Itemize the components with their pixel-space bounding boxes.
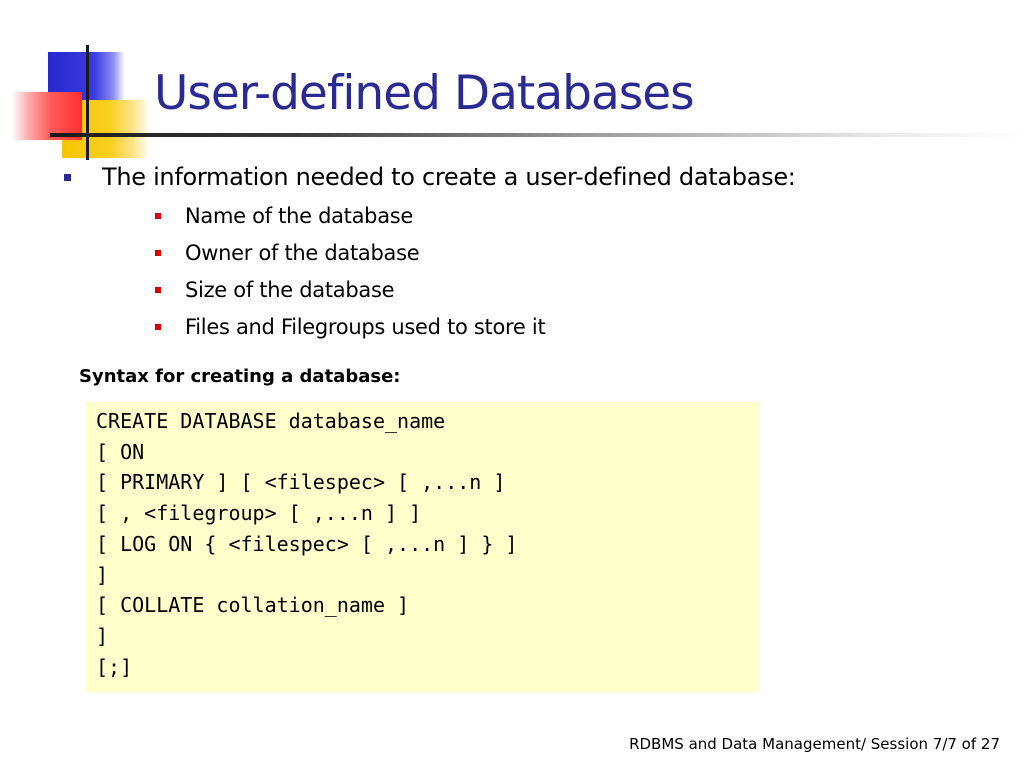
logo-decoration	[0, 0, 160, 170]
sub-bullet: Files and Filegroups used to store it	[102, 309, 796, 346]
syntax-label: Syntax for creating a database:	[79, 366, 401, 387]
logo-red-block	[12, 92, 82, 140]
sub-bullet-square-icon	[155, 213, 161, 219]
code-line: ]	[96, 562, 109, 587]
bullet-square-icon	[64, 174, 71, 181]
sub-bullet: Size of the database	[102, 272, 796, 309]
slide-footer: RDBMS and Data Management/ Session 7/7 o…	[629, 735, 1000, 753]
main-bullet: The information needed to create a user-…	[62, 160, 796, 346]
code-line: ]	[96, 623, 109, 648]
code-block: CREATE DATABASE database_name [ ON [ PRI…	[86, 402, 760, 692]
code-line: CREATE DATABASE database_name	[96, 409, 446, 433]
sub-bullet-list: Name of the database Owner of the databa…	[102, 198, 796, 346]
code-line: [ , <filegroup> [ ,...n ] ]	[96, 501, 422, 526]
sub-bullet-square-icon	[155, 324, 161, 330]
sub-bullet-text: Size of the database	[185, 278, 395, 302]
sub-bullet-square-icon	[155, 250, 161, 256]
bullet-list: The information needed to create a user-…	[62, 160, 796, 346]
sub-bullet-text: Owner of the database	[185, 241, 420, 265]
code-line: [ ON	[96, 439, 145, 464]
code-line: [;]	[96, 654, 133, 679]
sub-bullet: Owner of the database	[102, 235, 796, 272]
code-line: [ COLLATE collation_name ]	[96, 593, 410, 618]
sub-bullet-text: Name of the database	[185, 204, 414, 228]
main-bullet-text: The information needed to create a user-…	[102, 163, 796, 191]
code-line: [ LOG ON { <filespec> [ ,...n ] } ]	[96, 531, 518, 556]
sub-bullet: Name of the database	[102, 198, 796, 235]
slide-title: User-defined Databases	[154, 66, 695, 121]
sub-bullet-square-icon	[155, 287, 161, 293]
sub-bullet-text: Files and Filegroups used to store it	[185, 315, 546, 339]
code-line: [ PRIMARY ] [ <filespec> [ ,...n ]	[96, 470, 506, 495]
title-underline	[50, 133, 1024, 137]
logo-vertical-line	[86, 45, 89, 160]
